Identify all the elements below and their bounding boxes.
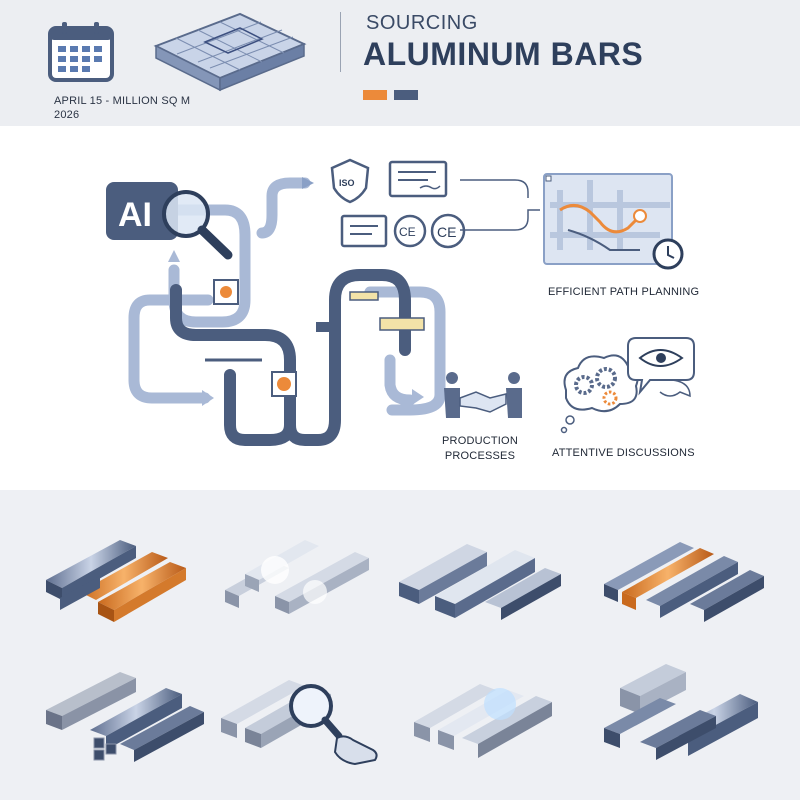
date-line-1: APRIL 15 - MILLION SQ M bbox=[54, 95, 191, 107]
header-band: APRIL 15 - MILLION SQ M 2026 SOURCING AL… bbox=[0, 0, 800, 126]
header-divider bbox=[340, 12, 341, 72]
certificate-icon bbox=[388, 160, 448, 198]
label-path-planning: EFFICIENT PATH PLANNING bbox=[548, 286, 700, 298]
floor-tile-icon bbox=[153, 12, 307, 92]
process-flow-diagram: AI ISO CE CE bbox=[106, 158, 695, 446]
date-line-2: 2026 bbox=[54, 109, 80, 121]
aluminum-bars-icon-1 bbox=[46, 540, 186, 622]
svg-text:CE: CE bbox=[437, 224, 456, 240]
eye-speech-icon bbox=[627, 337, 695, 398]
svg-text:AI: AI bbox=[118, 196, 152, 234]
svg-text:CE: CE bbox=[399, 225, 416, 239]
svg-text:ISO: ISO bbox=[339, 178, 355, 188]
aluminum-bars-icon-3 bbox=[399, 544, 561, 620]
aluminum-bars-grid bbox=[0, 490, 800, 800]
ce-mark-icon: CE CE bbox=[393, 213, 466, 249]
calendar-icon bbox=[48, 22, 114, 82]
aluminum-bars-icon-4 bbox=[604, 542, 764, 622]
aluminum-bars-icon-6 bbox=[414, 684, 552, 758]
magnifier-hand-icon bbox=[221, 680, 378, 766]
date-caption: APRIL 15 - MILLION SQ M 2026 bbox=[54, 94, 190, 122]
accent-swatch-navy bbox=[394, 90, 418, 100]
handshake-icon bbox=[444, 372, 522, 418]
accent-swatch-orange bbox=[363, 90, 387, 100]
page-title: ALUMINUM BARS bbox=[363, 36, 644, 72]
aluminum-bars-icon-7 bbox=[604, 664, 758, 760]
page-subtitle: SOURCING bbox=[366, 12, 478, 34]
certificate-icon-2 bbox=[340, 214, 388, 248]
aluminum-bars-icon-2 bbox=[225, 540, 369, 614]
label-production: PRODUCTION PROCESSES bbox=[442, 435, 518, 462]
label-discussions: ATTENTIVE DISCUSSIONS bbox=[552, 447, 695, 459]
clock-icon bbox=[652, 238, 684, 270]
ai-magnifier-icon: AI bbox=[106, 182, 233, 260]
aluminum-bars-icon-5 bbox=[46, 672, 204, 762]
map-route-icon bbox=[543, 173, 673, 265]
thought-gears-icon bbox=[560, 354, 639, 434]
iso-shield-icon: ISO bbox=[330, 158, 370, 204]
